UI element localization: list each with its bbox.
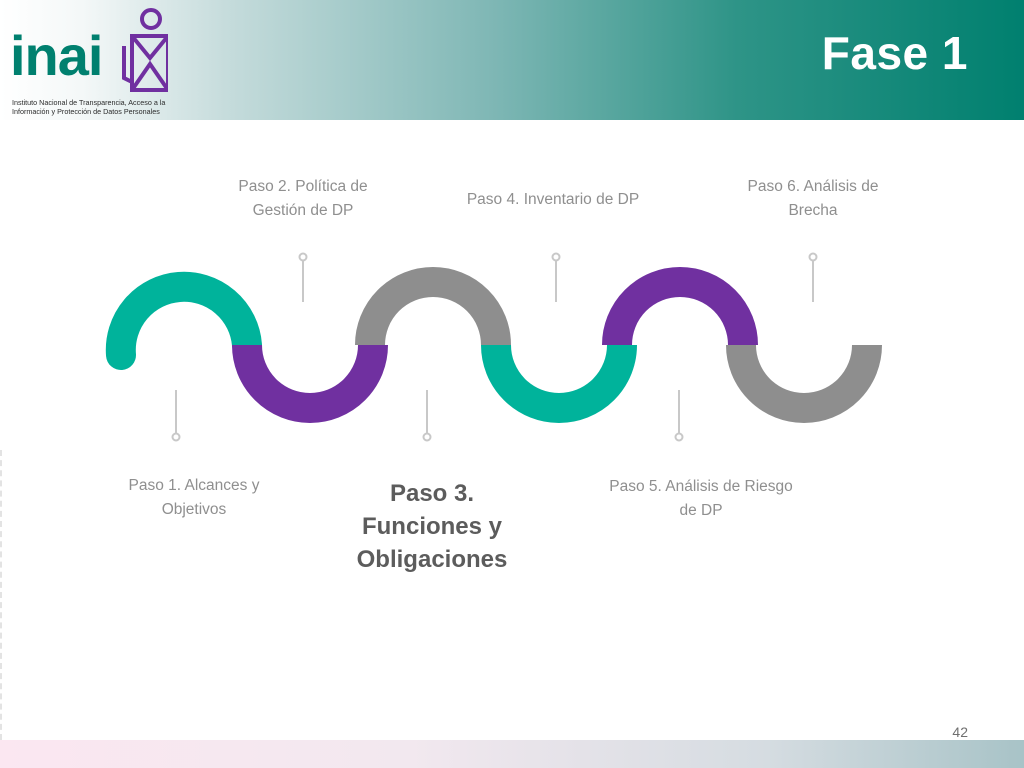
step-2-label: Paso 2. Política de Gestión de DP	[213, 175, 393, 223]
step-1-label-line-2: Objetivos	[161, 501, 227, 518]
logo-subtitle-line-2: Información y Protección de Datos Person…	[12, 107, 160, 116]
step-3-label-line-3: Obligaciones	[356, 546, 508, 573]
inai-logo: inai Instituto Nacional de Transparencia…	[10, 6, 180, 118]
step-5-label-line-2: de DP	[679, 502, 723, 519]
step-3-arc	[355, 267, 511, 346]
step-3-label-line-1: Paso 3.	[389, 480, 475, 507]
step-3-label: Paso 3. Funciones y Obligaciones	[332, 477, 532, 576]
step-3-label-line-2: Funciones y	[361, 513, 503, 540]
step-5-arc	[602, 267, 758, 346]
step-5-label-line-1: Paso 5. Análisis de Riesgo	[609, 478, 793, 495]
header-bar: inai Instituto Nacional de Transparencia…	[0, 0, 1024, 120]
pin-1-dot	[171, 432, 181, 442]
left-edge-guide	[0, 450, 2, 740]
wave-segments	[105, 267, 882, 423]
step-2-arc	[232, 344, 388, 423]
logo-wordmark: inai	[10, 24, 103, 87]
pin-3-dot	[422, 432, 432, 442]
step-2-label-line-2: Gestión de DP	[252, 202, 354, 219]
pin-6-dot	[808, 252, 818, 262]
step-1-arc	[105, 271, 262, 370]
step-1-label-line-1: Paso 1. Alcances y	[128, 477, 260, 494]
page-number: 42	[952, 724, 968, 740]
step-4-arc	[481, 344, 637, 423]
step-6-label-line-1: Paso 6. Análisis de	[747, 178, 879, 195]
step-6-arc	[726, 344, 882, 423]
logo-subtitle-line-1: Instituto Nacional de Transparencia, Acc…	[12, 98, 166, 107]
pin-5-dot	[674, 432, 684, 442]
reader-book-icon	[122, 8, 168, 92]
step-1-label: Paso 1. Alcances y Objetivos	[104, 474, 284, 522]
slide-title: Fase 1	[821, 27, 968, 79]
step-4-label-line-1: Paso 4. Inventario de DP	[466, 191, 640, 208]
step-6-label: Paso 6. Análisis de Brecha	[723, 175, 903, 223]
footer-bar	[0, 740, 1024, 768]
step-6-label-line-2: Brecha	[788, 202, 838, 219]
pin-4-dot	[551, 252, 561, 262]
step-4-label: Paso 4. Inventario de DP	[443, 188, 663, 212]
pin-2-dot	[298, 252, 308, 262]
step-5-label: Paso 5. Análisis de Riesgo de DP	[586, 475, 816, 523]
step-2-label-line-1: Paso 2. Política de	[238, 178, 368, 195]
logo-subtitle: Instituto Nacional de Transparencia, Acc…	[12, 98, 192, 116]
connector-pins	[171, 252, 818, 442]
